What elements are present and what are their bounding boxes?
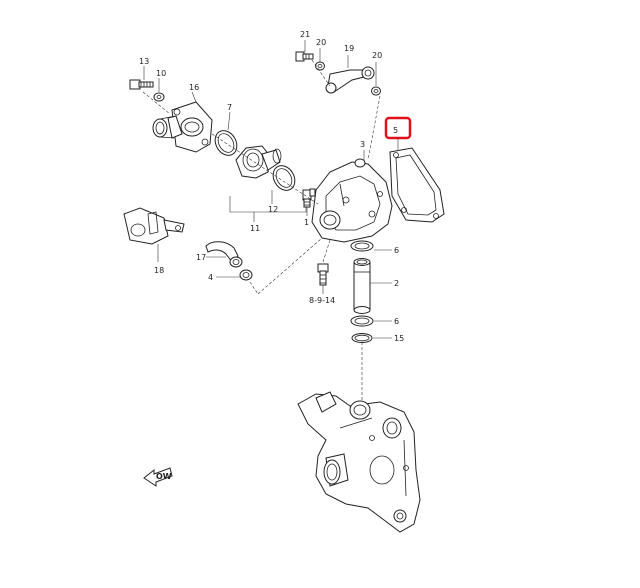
part-6-o-ring-lower[interactable] [350,315,374,327]
label-20-lower: 20 [372,51,382,60]
forward-direction-arrow: OW [143,467,173,487]
label-10: 10 [156,69,166,78]
part-11-thermostat[interactable] [235,145,282,179]
part-10-washer[interactable] [153,92,165,102]
part-3-water-inlet-cover[interactable] [311,158,393,243]
label-7: 7 [227,103,232,112]
label-4: 4 [208,273,213,282]
label-15: 15 [394,334,404,343]
arrow-label: OW [156,472,172,481]
part-15-o-ring[interactable] [351,333,373,343]
part-18-bracket[interactable] [123,207,185,245]
part-19-union-pipe[interactable] [325,66,375,94]
label-1: 1 [304,218,309,227]
part-5-gasket[interactable] [389,147,445,223]
label-5[interactable]: 5 [393,126,398,135]
label-6-upper: 6 [394,246,399,255]
label-16: 16 [189,83,199,92]
label-13: 13 [139,57,149,66]
part-17-bypass-pipe[interactable] [205,241,243,268]
label-19: 19 [344,44,354,53]
label-11: 11 [250,224,260,233]
part-21-bolt[interactable] [295,51,314,62]
part-20-washer-upper[interactable] [315,61,325,71]
label-17: 17 [196,253,206,262]
label-3: 3 [360,140,365,149]
label-8-9-14: 8-9-14 [309,296,335,305]
label-2: 2 [394,279,399,288]
part-12-ring[interactable] [269,162,299,195]
assembly-guide-lines [142,59,381,400]
part-4-washer[interactable] [239,269,253,281]
water-pump-body[interactable] [297,391,421,533]
label-6-lower: 6 [394,317,399,326]
part-13-bolt[interactable] [129,79,154,90]
part-8-9-14-bolt[interactable] [317,263,329,286]
part-16-thermostat-cover[interactable] [152,101,213,153]
part-2-connecting-pipe[interactable] [353,258,371,314]
label-20-upper: 20 [316,38,326,47]
label-18: 18 [154,266,164,275]
part-20-washer-lower[interactable] [371,86,381,96]
label-21: 21 [300,30,310,39]
part-6-o-ring-upper[interactable] [350,240,374,252]
label-12: 12 [268,205,278,214]
part-1-sensor[interactable] [302,188,316,208]
